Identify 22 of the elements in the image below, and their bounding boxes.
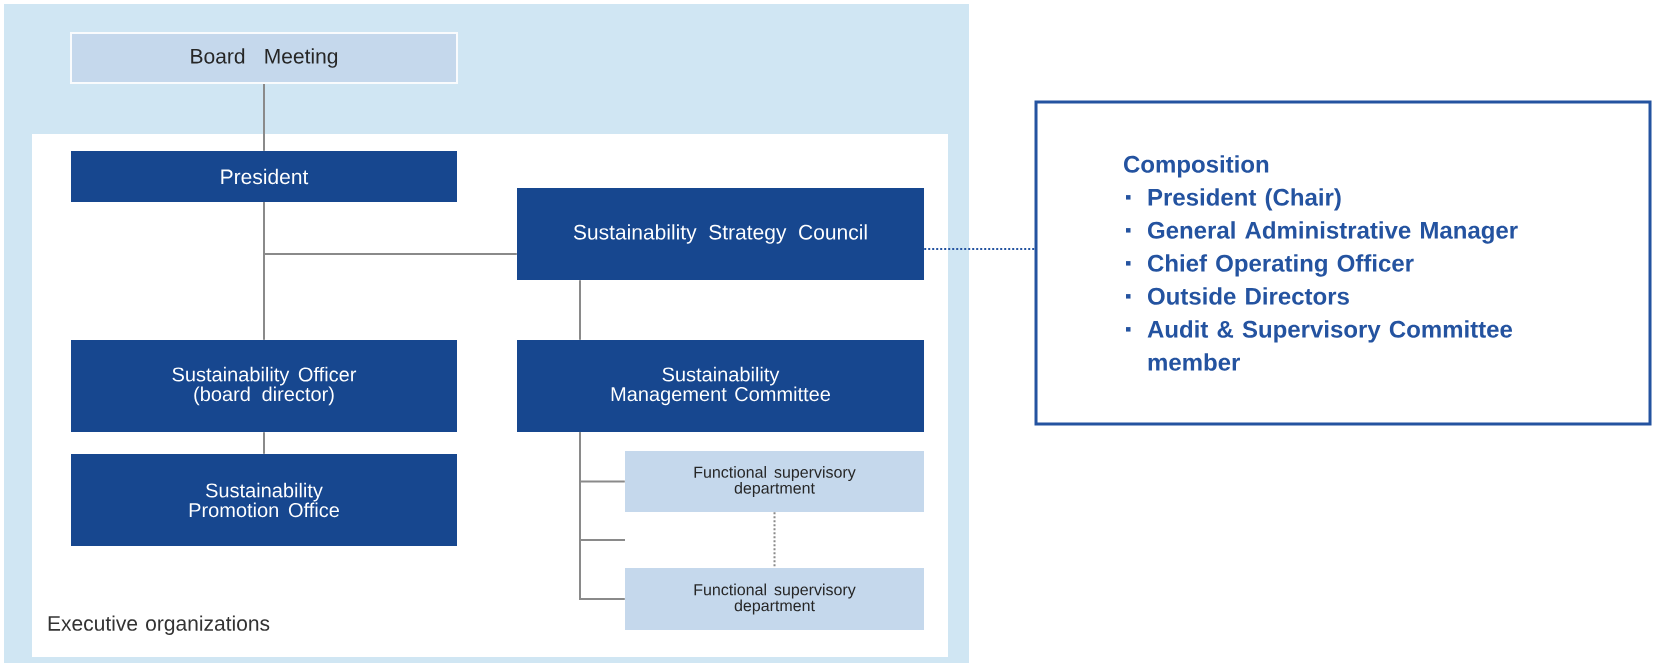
connector-line [579, 431, 626, 600]
org-box: Sustainability Strategy Council [517, 188, 924, 280]
connector-line [263, 83, 265, 152]
connector-line [263, 431, 265, 455]
composition-box [1034, 100, 1652, 426]
org-box: Sustainability Officer (board director) [71, 340, 457, 432]
list-item: Outside Directors [1126, 287, 1349, 305]
list-item: President (Chair) [1126, 188, 1341, 211]
org-box: Functional supervisory department [625, 568, 924, 630]
org-box: Sustainability Promotion Office [71, 454, 457, 546]
list-item: Audit & Supervisory Committee member [1126, 320, 1513, 371]
org-box: Sustainability Management Committee [517, 340, 924, 432]
list-item: Chief Operating Officer [1126, 254, 1414, 277]
dotted-line [773, 511, 776, 569]
connector-line [263, 201, 518, 255]
dotted-line [923, 248, 1036, 250]
list-heading: Composition [1124, 155, 1269, 178]
org-box: President [71, 151, 457, 202]
org-box: Board Meeting [70, 32, 458, 84]
connector-line [579, 279, 581, 341]
org-box: Functional supervisory department [625, 451, 924, 512]
list-item: General Administrative Manager [1126, 221, 1518, 244]
